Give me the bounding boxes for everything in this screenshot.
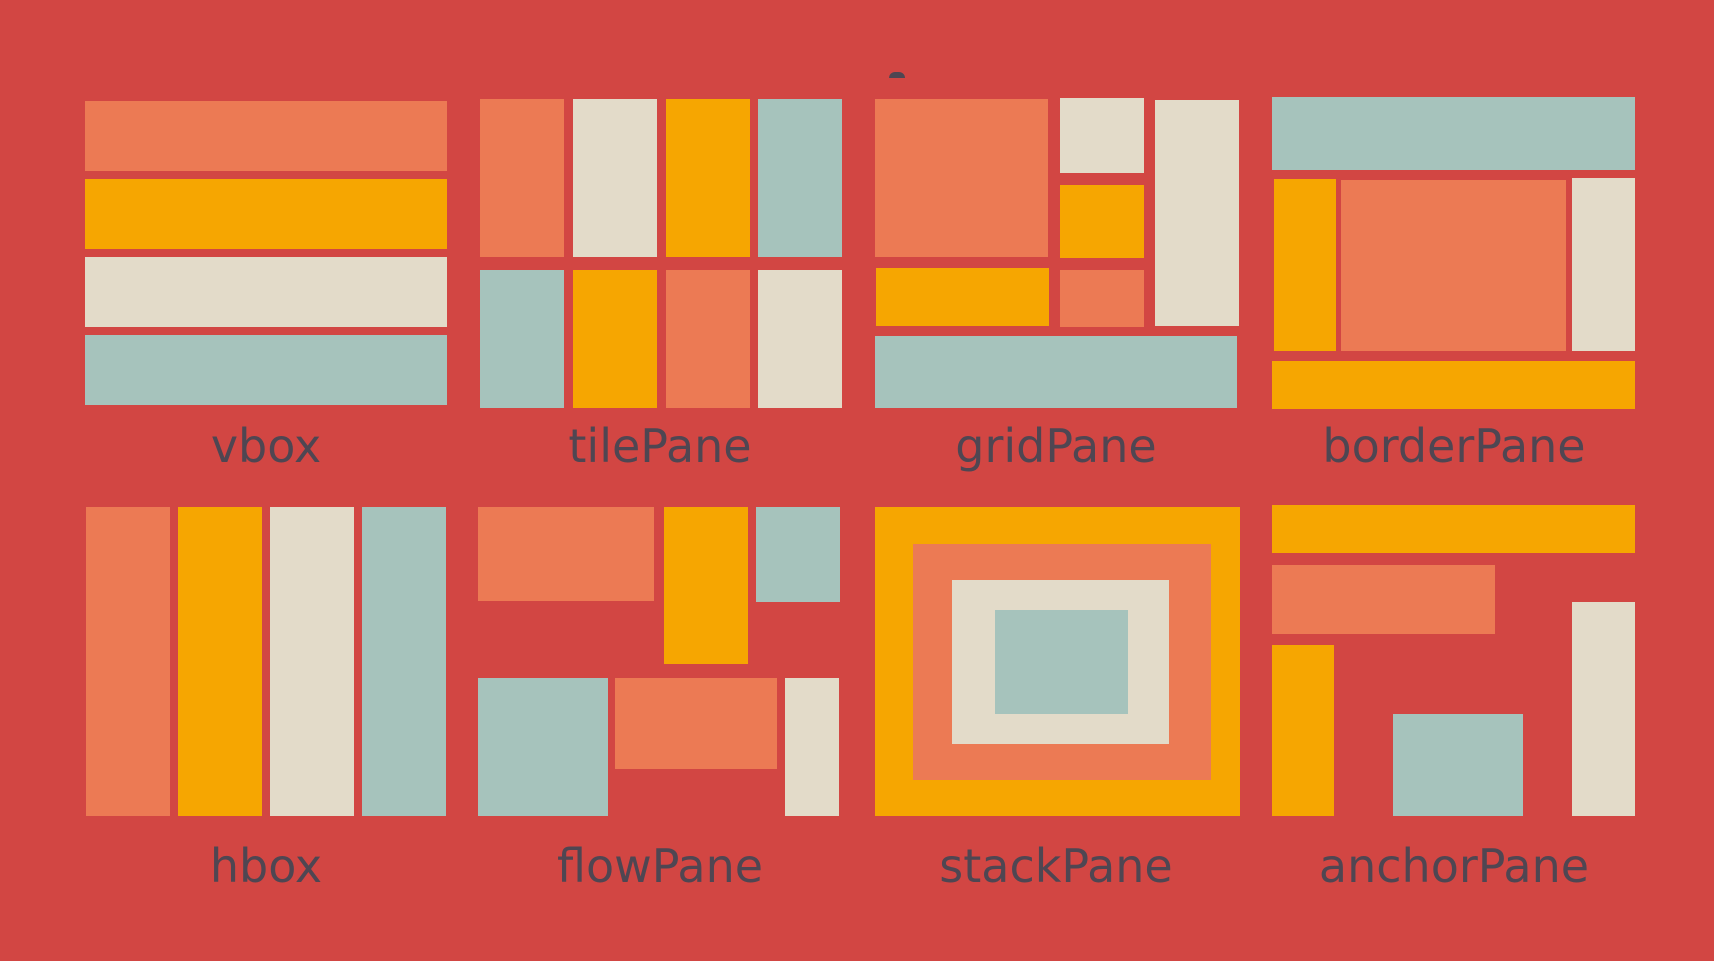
tilepane-tile-6 <box>573 270 657 408</box>
borderpane-right <box>1572 178 1635 351</box>
tilepane-tile-8 <box>758 270 842 408</box>
pane-label-stackpane: stackPane <box>939 839 1173 893</box>
gridpane-cell-6 <box>1060 270 1144 327</box>
tilepane-tile-4 <box>758 99 842 257</box>
hbox-block-1 <box>86 507 170 816</box>
gridpane-cell-4 <box>1155 100 1239 326</box>
anchorpane-node-2 <box>1272 565 1495 634</box>
hbox-block-3 <box>270 507 354 816</box>
hbox-block-4 <box>362 507 446 816</box>
pane-label-tilepane: tilePane <box>568 419 752 473</box>
gridpane-cell-2 <box>1060 98 1144 173</box>
tilepane-tile-2 <box>573 99 657 257</box>
anchorpane-node-5 <box>1572 602 1635 816</box>
borderpane-left <box>1274 179 1336 351</box>
vbox-block-4 <box>85 335 447 405</box>
pane-label-hbox: hbox <box>209 839 323 893</box>
flowpane-item-1 <box>478 507 654 601</box>
borderpane-top <box>1272 97 1635 170</box>
pane-label-borderpane: borderPane <box>1322 419 1586 473</box>
borderpane-bottom <box>1272 361 1635 409</box>
flowpane-item-4 <box>478 678 608 816</box>
tilepane-tile-5 <box>480 270 564 408</box>
pane-label-gridpane: gridPane <box>955 419 1157 473</box>
gridpane-cell-3 <box>1060 185 1144 258</box>
pane-label-anchorpane: anchorPane <box>1318 839 1590 893</box>
flowpane-item-5 <box>615 678 777 769</box>
hbox-block-2 <box>178 507 262 816</box>
vbox-block-1 <box>85 101 447 171</box>
anchorpane-node-3 <box>1272 645 1334 816</box>
flowpane-item-3 <box>756 507 840 602</box>
tilepane-tile-3 <box>666 99 750 257</box>
pane-label-vbox: vbox <box>210 419 322 473</box>
stackpane-layer-4 <box>995 610 1128 714</box>
anchorpane-node-1 <box>1272 505 1635 553</box>
gridpane-cell-1 <box>875 99 1048 257</box>
borderpane-center <box>1341 180 1566 351</box>
small-mark <box>889 72 905 78</box>
pane-label-flowpane: flowPane <box>556 839 764 893</box>
tilepane-tile-1 <box>480 99 564 257</box>
anchorpane-node-4 <box>1393 714 1523 816</box>
gridpane-cell-7 <box>875 336 1237 408</box>
flowpane-item-2 <box>664 507 748 664</box>
vbox-block-2 <box>85 179 447 249</box>
flowpane-item-6 <box>785 678 839 816</box>
vbox-block-3 <box>85 257 447 327</box>
tilepane-tile-7 <box>666 270 750 408</box>
gridpane-cell-5 <box>876 268 1049 326</box>
